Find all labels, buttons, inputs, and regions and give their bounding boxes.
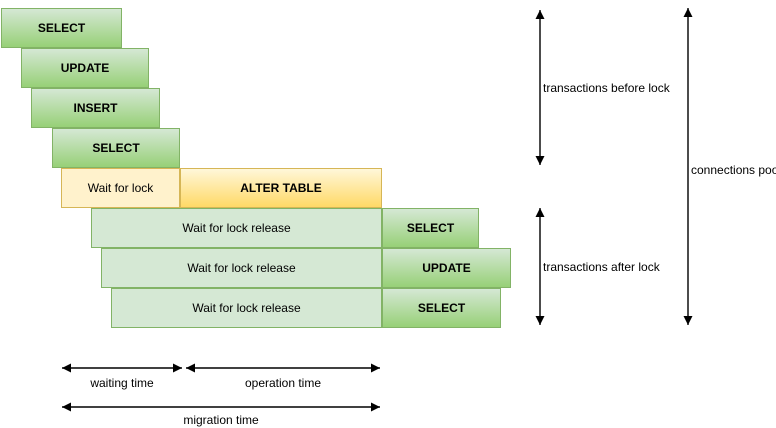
box-update-1: UPDATE — [21, 48, 149, 88]
box-select-1: SELECT — [1, 8, 122, 48]
arrow-transactions-after-lock — [535, 208, 545, 325]
label-transactions-before-lock: transactions before lock — [543, 81, 670, 95]
label-migration-time: migration time — [183, 413, 259, 427]
box-update-2: UPDATE — [382, 248, 511, 288]
label-connections-pool: connections pool — [691, 163, 776, 177]
box-alter-table: ALTER TABLE — [180, 168, 382, 208]
arrow-migration-time — [62, 402, 380, 412]
arrow-waiting-time — [62, 363, 182, 373]
label-waiting-time: waiting time — [90, 376, 154, 390]
arrow-operation-time — [186, 363, 380, 373]
box-wait-for-lock-release-3: Wait for lock release — [111, 288, 382, 328]
label-operation-time: operation time — [244, 376, 322, 390]
box-wait-for-lock-release-1: Wait for lock release — [91, 208, 382, 248]
label-transactions-after-lock: transactions after lock — [543, 260, 660, 274]
box-select-2: SELECT — [52, 128, 180, 168]
arrow-transactions-before-lock — [535, 10, 545, 165]
box-select-3: SELECT — [382, 208, 479, 248]
box-insert-1: INSERT — [31, 88, 160, 128]
box-wait-for-lock-release-2: Wait for lock release — [101, 248, 382, 288]
box-wait-for-lock: Wait for lock — [61, 168, 180, 208]
box-select-4: SELECT — [382, 288, 501, 328]
arrow-connections-pool — [683, 8, 693, 325]
